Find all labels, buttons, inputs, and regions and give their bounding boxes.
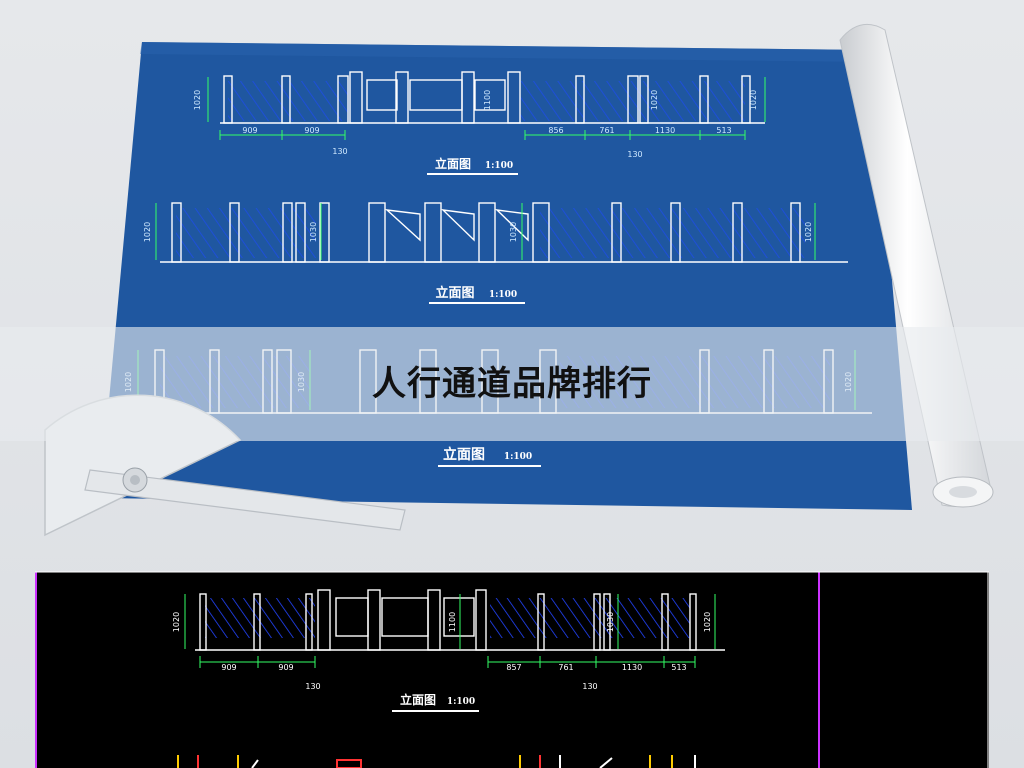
row1-scale: 1:100 xyxy=(485,161,513,171)
row2-height-4: 1020 xyxy=(804,222,813,242)
cad-dim: 513 xyxy=(671,663,686,672)
row3-label: 立面图 xyxy=(443,446,485,463)
cad-scale: 1:100 xyxy=(447,697,475,707)
row1-dim: 761 xyxy=(599,126,614,135)
cad-height-3: 1030 xyxy=(606,612,615,632)
cad-panel: 1020 1100 1030 1020 909 909 857 761 1130… xyxy=(35,571,989,768)
cad-height-2: 1100 xyxy=(448,612,457,632)
row3-scale: 1:100 xyxy=(504,452,532,462)
row2-height-2: 1030 xyxy=(309,222,318,242)
row1-dim: 513 xyxy=(716,126,731,135)
title-banner xyxy=(0,327,1024,441)
row1-height-1: 1020 xyxy=(193,90,202,110)
cad-dim: 909 xyxy=(221,663,236,672)
elevation-row-2: 1020 1030 1030 1020 立面图 1:100 xyxy=(143,202,848,304)
cad-dim: 857 xyxy=(506,663,521,672)
row1-dim: 909 xyxy=(242,126,257,135)
row1-dim: 856 xyxy=(548,126,563,135)
cad-height-1: 1020 xyxy=(172,612,181,632)
cad-dim: 761 xyxy=(558,663,573,672)
row1-label: 立面图 xyxy=(435,156,471,171)
cad-height-4: 1020 xyxy=(703,612,712,632)
row1-total: 130 xyxy=(332,147,347,156)
elevation-row-1: 1020 1100 1020 1020 909 909 856 761 1130… xyxy=(193,71,766,175)
row1-height-3: 1020 xyxy=(650,90,659,110)
row2-height-1: 1020 xyxy=(143,222,152,242)
cad-total: 130 xyxy=(305,682,320,691)
banner-title: 人行通道品牌排行 xyxy=(372,364,652,404)
row1-dim: 909 xyxy=(304,126,319,135)
row1-dim: 1130 xyxy=(655,126,675,135)
cad-label: 立面图 xyxy=(400,692,436,707)
row2-label: 立面图 xyxy=(435,285,474,301)
row1-height-4: 1020 xyxy=(749,90,758,110)
cad-total: 130 xyxy=(582,682,597,691)
row2-height-3: 1030 xyxy=(509,222,518,242)
cad-dim: 1130 xyxy=(622,663,642,672)
row1-height-2: 1100 xyxy=(483,90,492,110)
cad-dim: 909 xyxy=(278,663,293,672)
row1-total: 130 xyxy=(627,150,642,159)
row2-scale: 1:100 xyxy=(489,290,517,300)
